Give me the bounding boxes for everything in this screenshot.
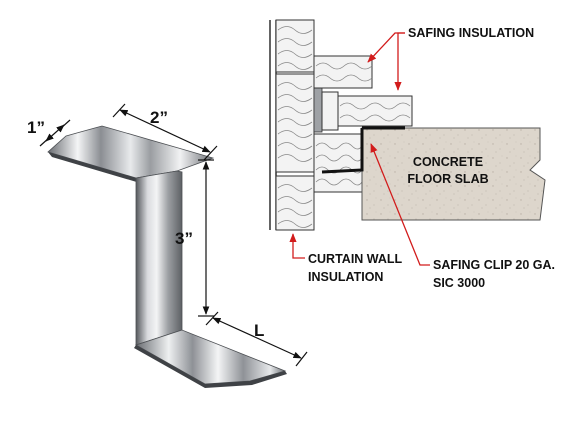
leader-curtain-wall bbox=[289, 233, 305, 259]
leader-safing-clip bbox=[370, 143, 430, 266]
slab-label-line1: CONCRETE bbox=[413, 155, 483, 169]
concrete-floor-slab bbox=[361, 127, 546, 221]
safing-clip-section bbox=[321, 126, 405, 174]
callout-safing-insulation: SAFING INSULATION bbox=[408, 26, 534, 40]
dim-line-L bbox=[212, 317, 302, 359]
callout-curtain-wall-line1: CURTAIN WALL bbox=[308, 252, 403, 266]
leader-safing-insulation-2 bbox=[394, 32, 405, 91]
curtain-wall-insulation bbox=[275, 19, 315, 231]
clip-web bbox=[135, 170, 183, 346]
dim-label-3in: 3” bbox=[175, 229, 193, 248]
slab-label-line2: FLOOR SLAB bbox=[407, 172, 488, 186]
dim-label-2in: 2” bbox=[150, 108, 168, 127]
safing-insulation-blocks bbox=[313, 55, 413, 131]
dim-label-L: L bbox=[254, 321, 264, 340]
dimension-lines bbox=[39, 103, 308, 367]
leader-lines bbox=[289, 32, 430, 266]
section-detail bbox=[269, 19, 546, 231]
dim-label-1in: 1” bbox=[27, 118, 45, 137]
clip-top-edge bbox=[48, 152, 140, 183]
callout-curtain-wall-line2: INSULATION bbox=[308, 270, 383, 284]
clip-top-flange bbox=[47, 125, 215, 179]
dim-line-2in bbox=[119, 109, 211, 153]
leader-safing-insulation-1 bbox=[367, 32, 405, 63]
z-clip-3d bbox=[47, 125, 287, 388]
callout-safing-clip-line1: SAFING CLIP 20 GA. bbox=[433, 258, 555, 272]
callout-safing-clip-line2: SIC 3000 bbox=[433, 276, 485, 290]
